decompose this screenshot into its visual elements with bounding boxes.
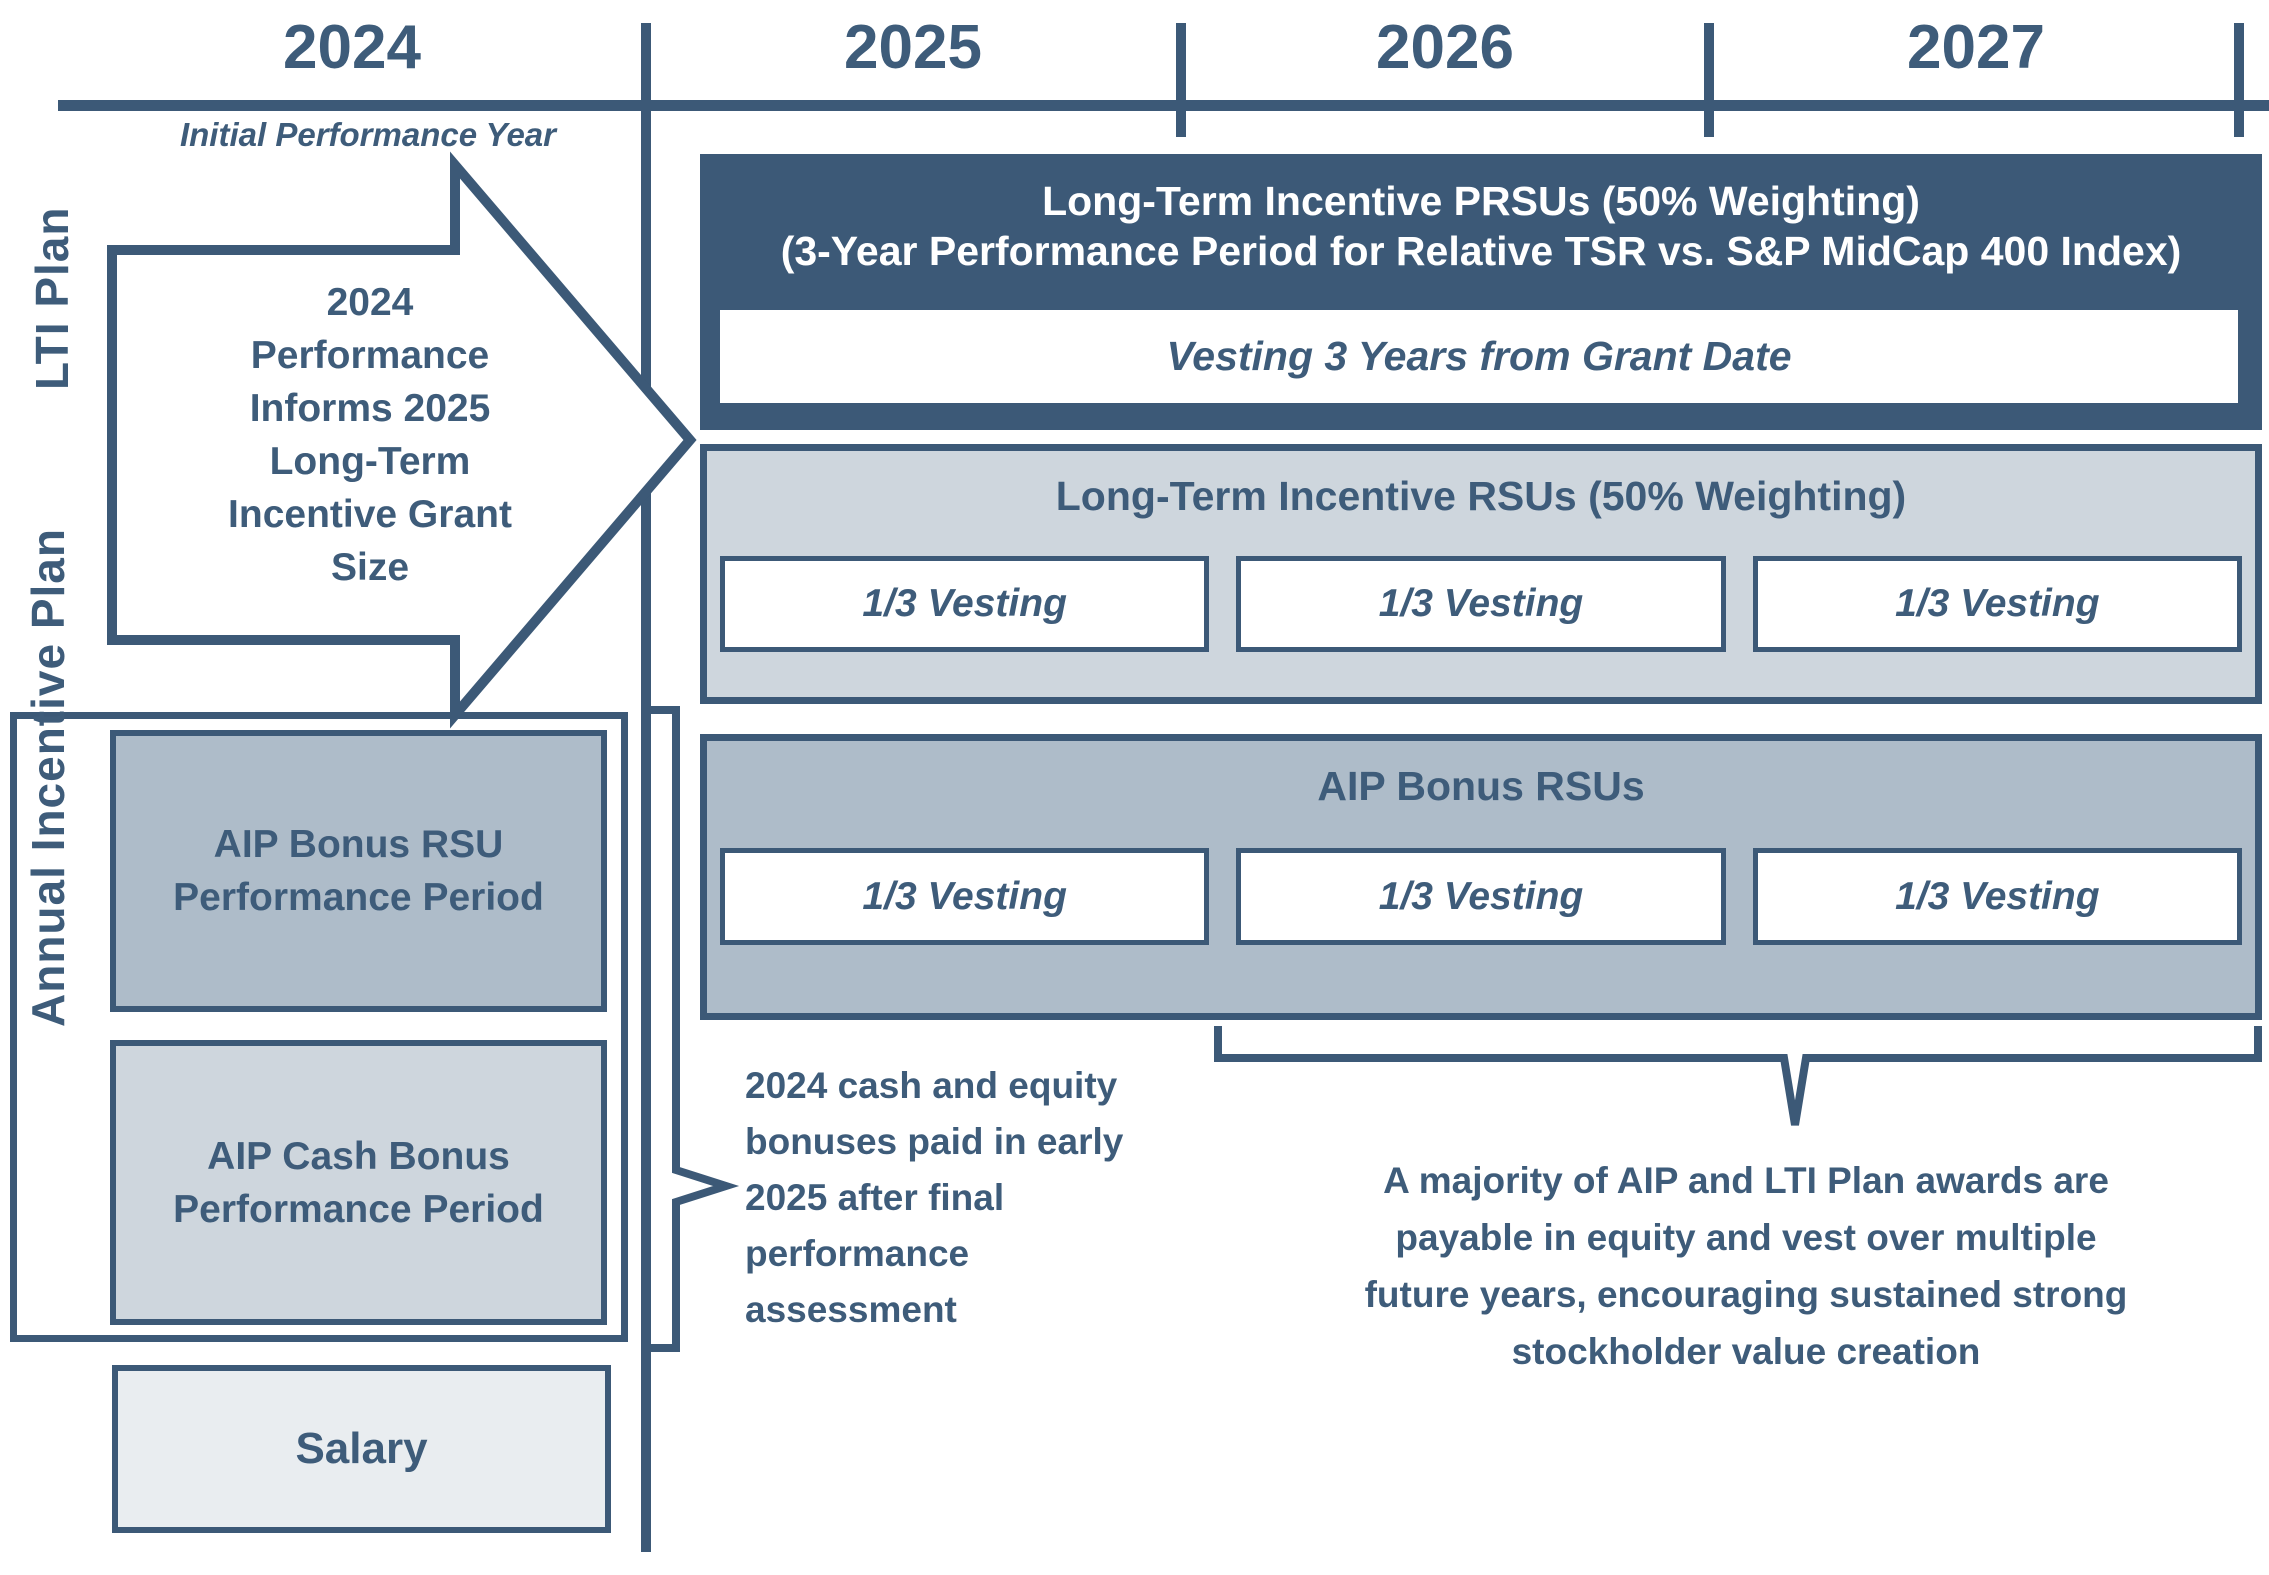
year-label-2025: 2025 — [844, 13, 982, 82]
year-label-2024: 2024 — [283, 13, 421, 82]
timeline-axis — [58, 100, 2269, 111]
majority-note: A majority of AIP and LTI Plan awards ar… — [1364, 1160, 2128, 1372]
aip-cash-bonus-performance-period-box: AIP Cash Bonus Performance Period — [110, 1040, 607, 1325]
aip-bonus-rsu-performance-period-box: AIP Bonus RSU Performance Period — [110, 730, 607, 1012]
lti-rsu-vesting-box-2027: 1/3 Vesting — [1752, 556, 2242, 652]
timeline-tick-2027 — [1704, 23, 1714, 137]
lti-rsu-vesting-box-2025: 1/3 Vesting — [720, 556, 1210, 652]
majority-note-brace — [1214, 1026, 2262, 1126]
timeline-tick-end — [2234, 23, 2244, 137]
timeline-tick-2026 — [1176, 23, 1186, 137]
lti-prsu-vesting-note: Vesting 3 Years from Grant Date — [720, 310, 2238, 403]
aip-rsu-vesting-box-2025: 1/3 Vesting — [720, 848, 1210, 945]
cash-equity-note: 2024 cash and equity bonuses paid in ear… — [745, 1065, 1124, 1330]
aip-bonus-rsus-title: AIP Bonus RSUs — [1317, 763, 1645, 809]
lti-rsu-band: Long-Term Incentive RSUs (50% Weighting)… — [700, 444, 2262, 704]
year-divider-line — [641, 23, 651, 1552]
aip-rsu-vesting-box-2027: 1/3 Vesting — [1752, 848, 2242, 945]
aip-bonus-rsus-band: AIP Bonus RSUs 1/3 Vesting 1/3 Vesting 1… — [700, 734, 2262, 1020]
performance-informs-arrow-text: 2024 Performance Informs 2025 Long-Term … — [228, 281, 512, 589]
lti-prsu-band: Long-Term Incentive PRSUs (50% Weighting… — [700, 154, 2262, 430]
year-label-2026: 2026 — [1376, 13, 1514, 82]
lti-rsu-vesting-row: 1/3 Vesting 1/3 Vesting 1/3 Vesting — [720, 556, 2242, 652]
lti-rsu-title: Long-Term Incentive RSUs (50% Weighting) — [1055, 473, 1907, 519]
aip-rsu-vesting-box-2026: 1/3 Vesting — [1236, 848, 1726, 945]
initial-performance-year-label: Initial Performance Year — [179, 116, 556, 153]
aip-bonus-rsus-vesting-row: 1/3 Vesting 1/3 Vesting 1/3 Vesting — [720, 848, 2242, 945]
lti-prsu-title: Long-Term Incentive PRSUs (50% Weighting… — [780, 178, 2182, 274]
lti-rsu-vesting-box-2026: 1/3 Vesting — [1236, 556, 1726, 652]
year-label-2027: 2027 — [1907, 13, 2045, 82]
salary-box: Salary — [112, 1365, 611, 1533]
